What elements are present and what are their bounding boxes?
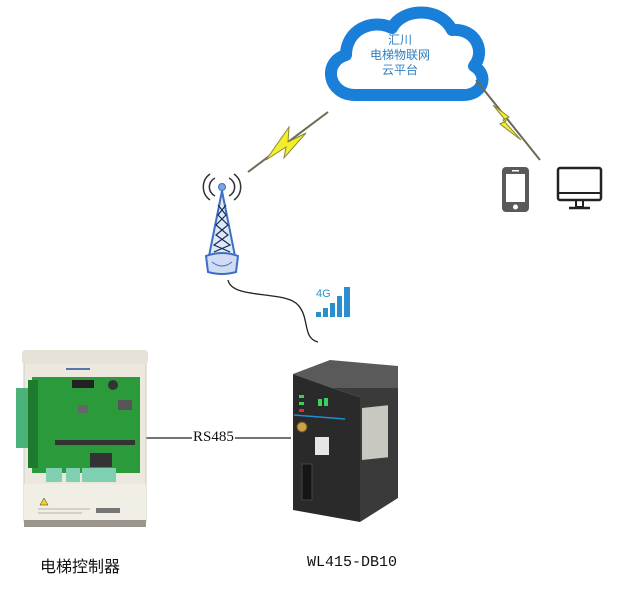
rs485-label: RS485	[192, 428, 235, 446]
monitor-icon	[556, 166, 603, 210]
signal-bars-icon	[316, 287, 350, 317]
wireless-link-cloud-devices	[475, 79, 541, 161]
lightning-icon	[492, 104, 522, 141]
signal-label: 4G	[316, 288, 331, 300]
cloud-platform-label: 汇川 电梯物联网 云平台	[350, 33, 450, 78]
cloud-label-line: 汇川	[387, 33, 412, 47]
gateway-device	[293, 360, 398, 522]
cloud-label-line: 云平台	[381, 63, 418, 77]
wireless-link-tower-cloud	[247, 111, 329, 173]
cloud-icon	[325, 6, 489, 101]
cell-tower-icon	[202, 173, 242, 275]
controller-label: 电梯控制器	[40, 557, 121, 576]
antenna-cable	[227, 279, 319, 343]
elevator-controller-device	[16, 350, 148, 527]
cloud-label-line: 电梯物联网	[369, 48, 430, 62]
gateway-label: WL415-DB10	[307, 554, 398, 571]
lightning-icon	[265, 125, 307, 161]
phone-icon	[502, 167, 529, 212]
